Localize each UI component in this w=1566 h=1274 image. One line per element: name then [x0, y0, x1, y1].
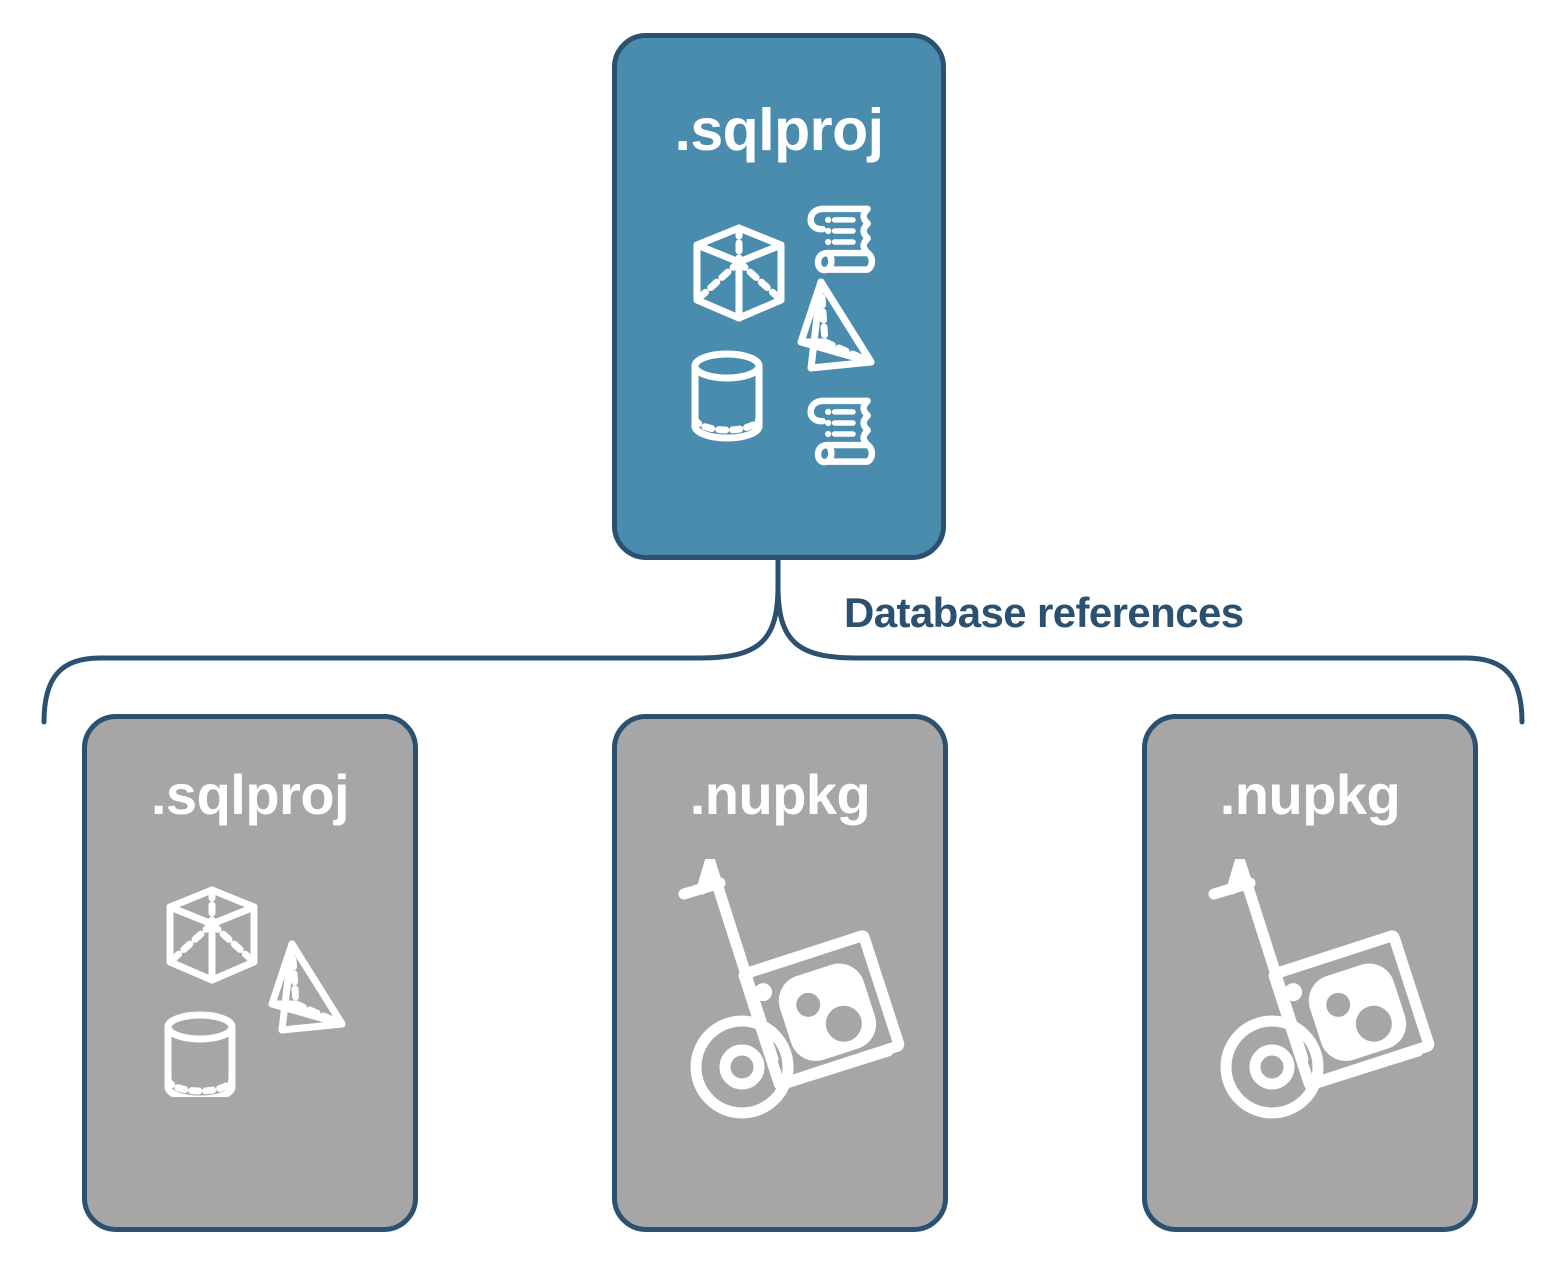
- cylinder-icon: [691, 350, 763, 442]
- scroll-icon: [807, 205, 876, 274]
- cube-icon: [693, 224, 785, 322]
- pyramid-icon: [797, 278, 875, 372]
- node-child-nupkg-1[interactable]: .nupkg: [612, 714, 948, 1232]
- node-root-artwork: [617, 190, 941, 470]
- node-child-nupkg-2-title: .nupkg: [1219, 763, 1401, 826]
- node-child-sqlproj[interactable]: .sqlproj: [82, 714, 418, 1232]
- node-child-sqlproj-title: .sqlproj: [150, 763, 350, 826]
- node-child-sqlproj-artwork: [87, 867, 413, 1097]
- node-root-sqlproj[interactable]: .sqlproj: [612, 33, 946, 560]
- pyramid-icon: [268, 940, 346, 1034]
- connector-label: Database references: [844, 589, 1244, 636]
- cylinder-icon: [164, 1011, 236, 1097]
- node-root-title: .sqlproj: [674, 97, 884, 163]
- node-child-nupkg-2[interactable]: .nupkg: [1142, 714, 1478, 1232]
- nuget-package-icon: [1268, 930, 1435, 1090]
- node-child-nupkg-1-title: .nupkg: [689, 763, 871, 826]
- scroll-icon: [807, 397, 876, 466]
- cube-icon: [166, 886, 258, 984]
- nuget-package-icon: [738, 930, 905, 1090]
- node-child-nupkg-1-artwork: [617, 859, 943, 1119]
- node-child-nupkg-2-artwork: [1147, 859, 1473, 1119]
